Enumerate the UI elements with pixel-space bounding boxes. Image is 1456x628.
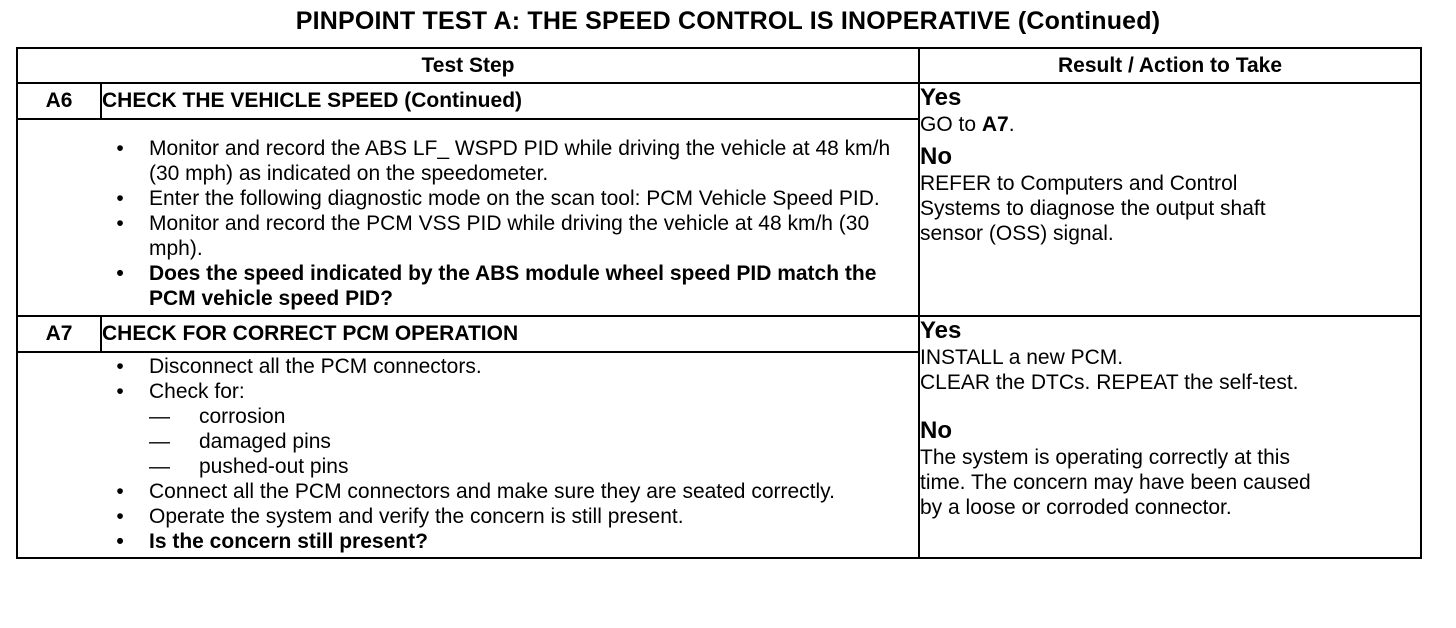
result-yes-action: GO to A7.	[920, 112, 1420, 137]
step-a6-body-row: • Monitor and record the ABS LF_ WSPD PID…	[16, 118, 1421, 317]
go-to-text: GO to	[920, 113, 977, 136]
result-yes-label: Yes	[920, 84, 962, 111]
sub-list-item: — damaged pins	[149, 429, 918, 454]
bullet-text: Check for:	[149, 380, 245, 403]
step-a6-body: • Monitor and record the ABS LF_ WSPD PID…	[101, 118, 920, 317]
result-no-line: by a loose or corroded connector.	[920, 496, 1232, 519]
dash-glyph: —	[149, 455, 170, 478]
header-result: Result / Action to Take	[918, 47, 1422, 84]
bullet-glyph: •	[116, 187, 124, 210]
list-item-question: • Does the speed indicated by the ABS mod…	[101, 261, 918, 311]
sub-list-item: — corrosion	[149, 404, 918, 429]
result-no-label: No	[920, 417, 952, 444]
bullet-text: Operate the system and verify the concer…	[149, 505, 684, 528]
bullet-glyph: •	[116, 380, 124, 403]
bullet-glyph: •	[116, 262, 124, 285]
dash-glyph: —	[149, 430, 170, 453]
sub-item-text: pushed-out pins	[199, 455, 349, 478]
bullet-text: Does the speed indicated by the ABS modu…	[149, 262, 877, 310]
header-test-step: Test Step	[16, 47, 920, 84]
sub-item-text: damaged pins	[199, 430, 331, 453]
result-no-line: time. The concern may have been caused	[920, 471, 1311, 494]
bullet-text: Enter the following diagnostic mode on t…	[149, 187, 880, 210]
list-item: • Disconnect all the PCM connectors.	[101, 354, 918, 379]
step-a7-body: • Disconnect all the PCM connectors. • Che…	[101, 351, 920, 559]
bullet-text: Monitor and record the PCM VSS PID while…	[149, 212, 870, 260]
result-yes-line: CLEAR the DTCs. REPEAT the self-test.	[920, 371, 1299, 394]
result-no-label: No	[920, 143, 952, 170]
list-item: • Connect all the PCM connectors and make…	[101, 479, 918, 504]
result-no-line: REFER to Computers and Control	[920, 172, 1238, 195]
result-yes-line: INSTALL a new PCM.	[920, 346, 1124, 369]
step-a6-title-row: A6 CHECK THE VEHICLE SPEED (Continued) Y…	[16, 82, 1422, 317]
step-a6-blank	[16, 118, 101, 317]
bullet-glyph: •	[116, 355, 124, 378]
step-id-a6: A6	[16, 82, 102, 120]
check-for-sublist: — corrosion — damaged pins — pushed-out pin…	[149, 404, 918, 479]
bullet-glyph: •	[116, 505, 124, 528]
step-a7-title-row: A7 CHECK FOR CORRECT PCM OPERATION Yes I…	[16, 315, 1422, 559]
step-title-a6: CHECK THE VEHICLE SPEED (Continued)	[100, 82, 920, 120]
step-a6-bullets: • Monitor and record the ABS LF_ WSPD PID…	[101, 136, 918, 311]
list-item: • Enter the following diagnostic mode on …	[101, 186, 918, 211]
step-a7-blank	[16, 351, 101, 559]
bullet-glyph: •	[116, 137, 124, 160]
step-a7-bullets: • Disconnect all the PCM connectors. • Che…	[101, 354, 918, 554]
bullet-glyph: •	[116, 212, 124, 235]
list-item: • Operate the system and verify the conce…	[101, 504, 918, 529]
bullet-glyph: •	[116, 530, 124, 553]
result-cell-a6: Yes GO to A7. No REFER to Computers and …	[918, 82, 1422, 317]
bullet-text: Is the concern still present?	[149, 530, 428, 553]
bullet-text: Disconnect all the PCM connectors.	[149, 355, 482, 378]
step-id-a7: A7	[16, 315, 102, 353]
go-to-period: .	[1008, 113, 1015, 136]
list-item-question: • Is the concern still present?	[101, 529, 918, 554]
go-to-target: A7	[981, 113, 1009, 136]
page-title: PINPOINT TEST A: THE SPEED CONTROL IS IN…	[295, 7, 1161, 35]
result-no-line: sensor (OSS) signal.	[920, 222, 1114, 245]
sub-item-text: corrosion	[199, 405, 286, 428]
pinpoint-test-table: Test Step Result / Action to Take A6 CHE…	[16, 47, 1422, 559]
list-item: • Monitor and record the ABS LF_ WSPD PID…	[101, 136, 918, 186]
result-no-line: Systems to diagnose the output shaft	[920, 197, 1266, 220]
table-header-row: Test Step Result / Action to Take	[16, 47, 1422, 84]
result-yes-label: Yes	[920, 317, 962, 344]
list-item: • Monitor and record the PCM VSS PID whil…	[101, 211, 918, 261]
step-title-a7: CHECK FOR CORRECT PCM OPERATION	[100, 315, 920, 353]
result-cell-a7: Yes INSTALL a new PCM. CLEAR the DTCs. R…	[918, 315, 1422, 559]
dash-glyph: —	[149, 405, 170, 428]
bullet-text: Monitor and record the ABS LF_ WSPD PID …	[149, 137, 891, 185]
sub-list-item: — pushed-out pins	[149, 454, 918, 479]
list-item: • Check for: — corrosion — damaged pins — pu…	[101, 379, 918, 479]
result-no-line: The system is operating correctly at thi…	[920, 446, 1290, 469]
step-a7-body-row: • Disconnect all the PCM connectors. • Che…	[16, 351, 1421, 559]
bullet-text: Connect all the PCM connectors and make …	[149, 480, 835, 503]
bullet-glyph: •	[116, 480, 124, 503]
